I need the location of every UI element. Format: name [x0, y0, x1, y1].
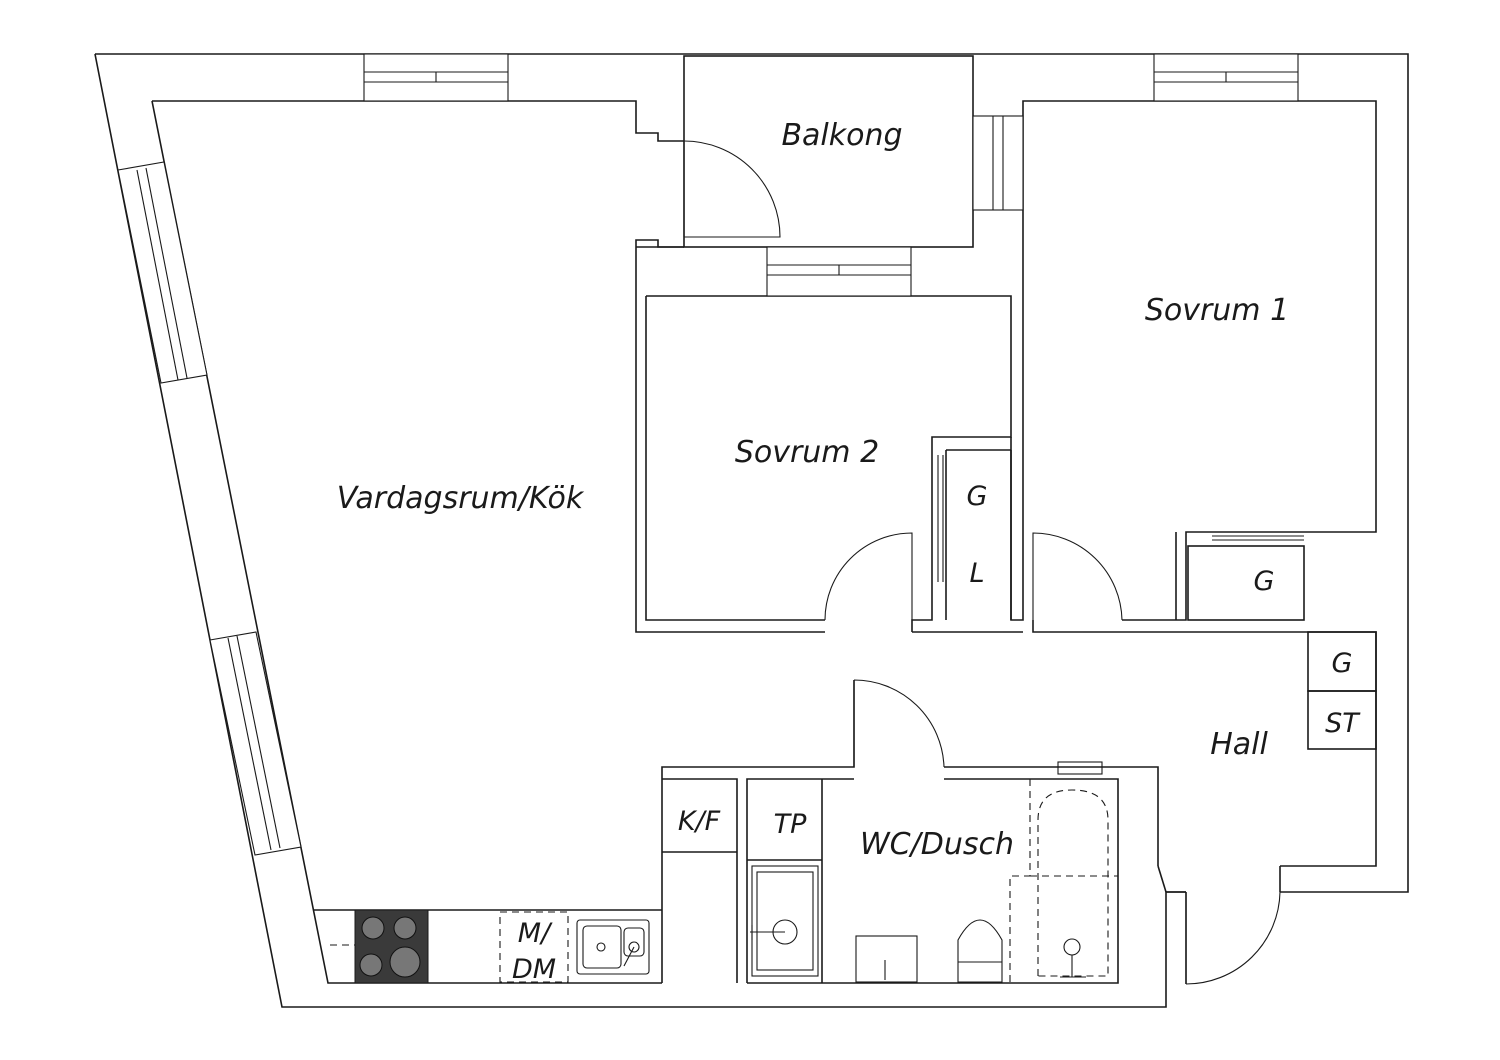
label-wardrobe-hall: G — [1332, 648, 1353, 679]
label-wardrobe-bedroom2: G — [967, 481, 988, 512]
label-balcony: Balkong — [781, 118, 902, 153]
vent — [1057, 761, 1103, 775]
room-labels: Vardagsrum/Kök Balkong Sovrum 1 Sovrum 2… — [337, 118, 1289, 862]
label-bedroom-2: Sovrum 2 — [735, 435, 879, 470]
storage-hall — [1307, 690, 1377, 750]
label-dishwasher: DM — [512, 954, 556, 985]
door-bathroom — [853, 679, 945, 768]
label-washer: TP — [774, 809, 807, 840]
toilet — [957, 919, 1003, 983]
window-balcony-side — [972, 115, 1024, 211]
label-wardrobe-bedroom1: G — [1254, 566, 1275, 597]
doors — [683, 140, 1281, 985]
sink — [576, 919, 650, 975]
outer-walls — [94, 53, 1409, 1008]
dishwasher — [499, 911, 569, 983]
shower-screen — [1037, 789, 1109, 977]
bathroom — [747, 761, 1118, 983]
label-bedroom-1: Sovrum 1 — [1145, 293, 1289, 328]
label-bathroom: WC/Dusch — [860, 827, 1014, 862]
window-living-left-upper — [117, 161, 208, 384]
label-fridge-freezer: K/F — [678, 806, 721, 837]
label-microwave: M/ — [518, 918, 553, 949]
windows — [117, 53, 1299, 856]
fixture-labels: G L G G ST K/F TP M/ DM — [512, 481, 1361, 985]
washbasin — [855, 935, 918, 983]
label-living-kitchen: Vardagsrum/Kök — [337, 481, 585, 516]
door-bedroom2 — [824, 532, 913, 621]
label-linen: L — [969, 558, 984, 589]
label-storage: ST — [1325, 708, 1361, 739]
label-hall: Hall — [1210, 727, 1268, 762]
shower-tray — [751, 865, 819, 977]
door-balcony — [683, 140, 781, 238]
wardrobe-bedroom1 — [1187, 545, 1305, 621]
window-living-left-lower — [209, 631, 302, 856]
door-bedroom1 — [1032, 532, 1123, 621]
wardrobes — [937, 455, 1377, 750]
door-entrance — [1185, 891, 1281, 985]
kitchen — [313, 851, 737, 984]
